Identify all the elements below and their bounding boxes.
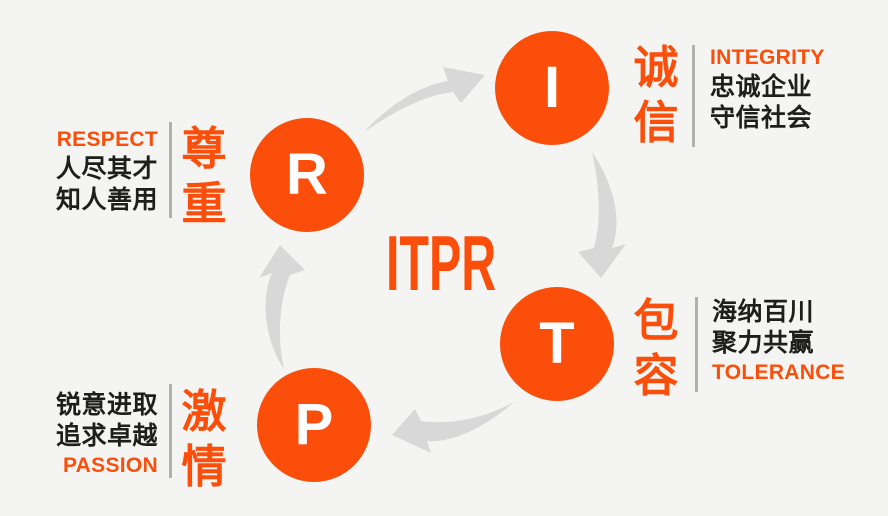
- diagram-title: ITPR: [386, 219, 497, 307]
- divider-respect: [169, 122, 172, 218]
- divider-integrity: [692, 45, 695, 147]
- value-desc-line: 知人善用: [55, 186, 158, 214]
- value-label-en-respect: RESPECT: [56, 128, 158, 151]
- arrow-r-to-i-icon: [364, 67, 485, 132]
- value-desc-tolerance: 海纳百川 聚力共赢 TOLERANCE: [712, 297, 845, 387]
- value-desc-respect: RESPECT 人尽其才 知人善用: [26, 126, 158, 216]
- value-desc-line: 聚力共赢: [712, 329, 815, 357]
- value-desc-line: 忠诚企业: [710, 73, 813, 101]
- node-circle-integrity: I: [495, 31, 609, 145]
- arrow-t-to-p-icon: [392, 402, 514, 453]
- value-name-cn-tolerance: 包容: [633, 295, 679, 401]
- value-label-en-passion: PASSION: [62, 454, 158, 477]
- value-name-cn-integrity: 诚信: [633, 42, 679, 148]
- node-letter-tolerance: T: [539, 311, 575, 376]
- node-letter-integrity: I: [543, 55, 561, 120]
- node-letter-respect: R: [286, 142, 328, 207]
- node-letter-passion: P: [294, 392, 334, 457]
- value-desc-line: 守信社会: [710, 104, 813, 132]
- value-label-en-integrity: INTEGRITY: [710, 46, 825, 69]
- value-desc-line: 人尽其才: [55, 155, 158, 183]
- arrow-i-to-t-icon: [578, 152, 626, 278]
- divider-passion: [169, 384, 172, 478]
- value-desc-line: 锐意进取: [55, 391, 158, 419]
- value-name-cn-passion: 激情: [181, 386, 227, 492]
- value-desc-line: 追求卓越: [55, 422, 158, 450]
- value-label-en-tolerance: TOLERANCE: [712, 361, 845, 384]
- value-desc-integrity: INTEGRITY 忠诚企业 守信社会: [710, 44, 825, 134]
- node-circle-passion: P: [257, 368, 371, 482]
- value-desc-passion: 锐意进取 追求卓越 PASSION: [26, 390, 158, 480]
- divider-tolerance: [695, 297, 698, 392]
- value-name-cn-respect: 尊重: [181, 123, 227, 229]
- value-desc-line: 海纳百川: [712, 298, 815, 326]
- node-circle-respect: R: [250, 118, 364, 232]
- node-circle-tolerance: T: [500, 287, 614, 401]
- arrow-p-to-r-icon: [259, 245, 305, 369]
